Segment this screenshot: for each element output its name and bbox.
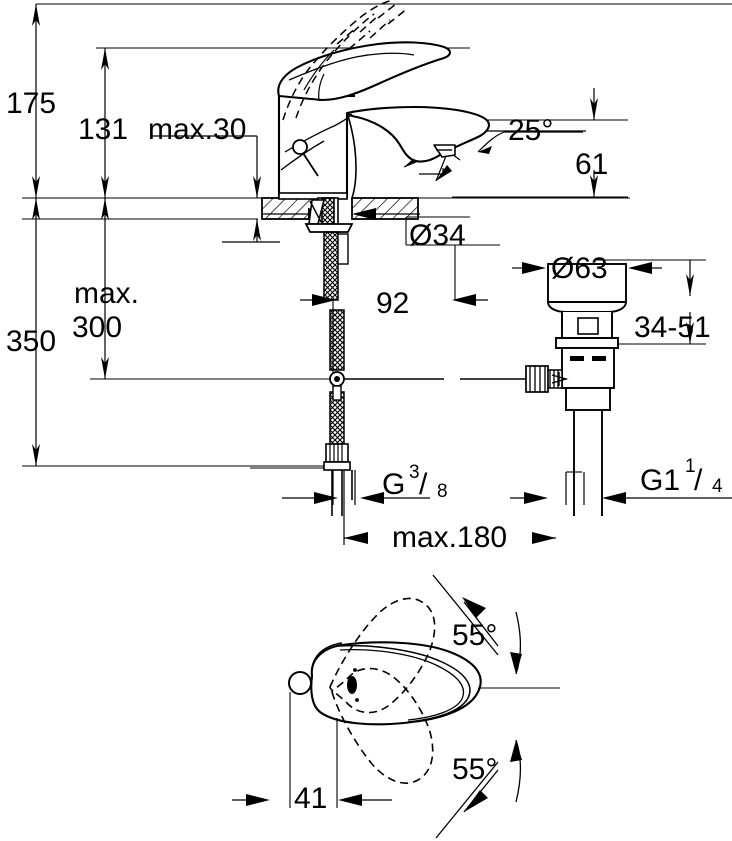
label-92: 92 — [376, 287, 409, 320]
label-55deg-lower: 55° — [452, 753, 497, 786]
dimension-34-51 — [686, 260, 694, 344]
dimension-max30 — [152, 135, 280, 243]
g38-slash: / — [419, 468, 428, 501]
dimension-350 — [32, 198, 40, 466]
dimension-55-upper — [432, 574, 522, 675]
label-34-51: 34-51 — [634, 311, 711, 344]
faucet-elevation-view — [277, 0, 490, 199]
dimension-61 — [590, 88, 598, 197]
label-max30: max.30 — [148, 113, 246, 146]
svg-text:G1: G1 — [640, 464, 680, 497]
dimension-131 — [101, 48, 109, 198]
label-d34: Ø34 — [409, 219, 466, 252]
fixing-shank-assembly — [278, 192, 354, 516]
popup-linkage-rod — [329, 371, 544, 401]
label-d63: Ø63 — [551, 252, 608, 285]
extension-lines — [22, 3, 732, 473]
svg-text:1: 1 — [685, 456, 696, 477]
dimension-max180 — [343, 470, 556, 545]
svg-text:G: G — [382, 468, 405, 501]
label-g114: G1 1 / 4 — [640, 456, 723, 497]
label-55deg-upper: 55° — [452, 619, 497, 652]
label-61: 61 — [575, 148, 608, 181]
dimension-labels: 175 131 max.30 350 max. 300 25° 61 Ø34 9… — [6, 87, 723, 815]
g114-slash: / — [694, 464, 703, 497]
label-max-depth-line1: max. — [74, 277, 139, 310]
svg-text:4: 4 — [712, 476, 723, 497]
label-max-depth-line2: 300 — [72, 311, 122, 344]
dimension-41 — [232, 692, 392, 808]
handle-plan-view — [232, 574, 560, 839]
label-41: 41 — [294, 782, 327, 815]
label-350: 350 — [6, 325, 56, 358]
label-25deg: 25° — [508, 114, 553, 147]
label-g38: G 3 / 8 — [382, 462, 448, 502]
dimension-55-lower — [435, 739, 522, 839]
dimension-g114 — [510, 472, 732, 505]
countertop-section — [261, 197, 419, 220]
dimension-d63 — [512, 262, 662, 274]
dimension-g38 — [282, 470, 430, 505]
dimension-175 — [32, 4, 40, 198]
label-175: 175 — [6, 87, 56, 120]
svg-text:8: 8 — [437, 481, 448, 502]
popup-waste-assembly — [525, 263, 627, 516]
dimension-max300 — [101, 198, 109, 379]
label-max180: max.180 — [392, 521, 507, 554]
label-131: 131 — [78, 113, 128, 146]
svg-text:3: 3 — [409, 462, 420, 483]
